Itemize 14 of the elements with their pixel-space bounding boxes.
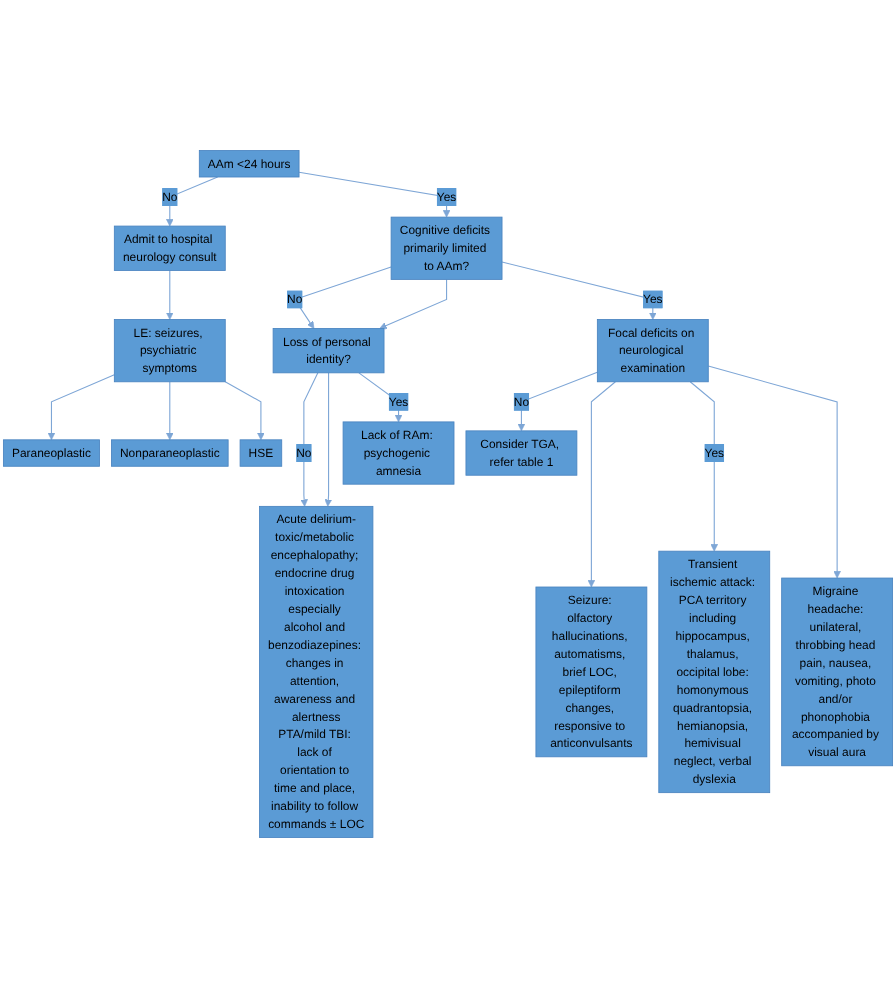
arrow <box>501 261 657 320</box>
arrow <box>324 372 332 507</box>
arrow <box>224 381 265 441</box>
arrow <box>689 381 718 552</box>
arrow <box>300 372 319 507</box>
arrow <box>166 269 174 320</box>
arrow <box>587 381 616 588</box>
arrow <box>358 372 403 423</box>
arrow <box>298 171 451 218</box>
arrow <box>47 374 115 441</box>
arrow <box>166 381 174 441</box>
arrow <box>379 278 448 330</box>
arrow <box>517 371 598 432</box>
arrow <box>707 365 841 579</box>
